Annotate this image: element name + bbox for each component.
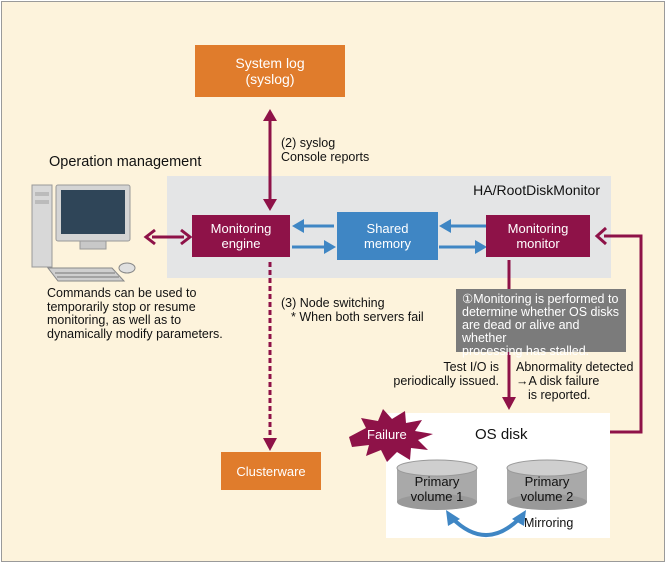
commands-line1: Commands can be used to <box>47 286 197 300</box>
abnormality-line1: Abnormality detected <box>516 360 634 374</box>
primary-volume-2-label: Primary volume 2 <box>507 474 587 504</box>
test-io-arrowhead <box>502 397 516 410</box>
node-switching-line1: (3) Node switching <box>281 296 385 310</box>
failure-label: Failure <box>367 427 407 442</box>
test-io-line1: Test I/O is <box>443 360 499 374</box>
note-line4: processing has stalled. <box>462 344 590 358</box>
failure-burst <box>349 409 433 462</box>
commands-line4: dynamically modify parameters. <box>47 326 223 341</box>
node-switching-line2: * When both servers fail <box>291 310 424 324</box>
test-io-line2: periodically issued. <box>393 374 499 388</box>
shm-to-engine-arrowhead <box>292 219 304 233</box>
mirroring-arrow <box>450 516 522 537</box>
monitoring-engine-line2: engine <box>221 236 261 251</box>
syslog-label: (2) syslog Console reports <box>281 136 369 164</box>
mirroring-arrowhead-right <box>512 510 526 526</box>
primary1-line2: volume 1 <box>410 489 464 504</box>
monitoring-engine-line1: Monitoring <box>210 221 272 236</box>
shm-to-monitor-arrowhead <box>475 240 487 254</box>
abnormality-line3: is reported. <box>528 388 591 402</box>
mirroring-label: Mirroring <box>524 516 574 530</box>
node-switching-arrowhead <box>263 438 277 451</box>
monitor-to-shm-arrowhead <box>439 219 451 233</box>
computer-icon <box>31 184 136 282</box>
monitoring-note: ①Monitoring is performed to determine wh… <box>456 289 626 358</box>
primary1-line1: Primary <box>414 474 460 489</box>
commands-description: Commands can be used to temporarily stop… <box>47 286 223 341</box>
commands-line3: monitoring, as well as to <box>47 313 182 327</box>
abnormality-report-arrowhead <box>594 226 607 246</box>
shared-memory-box: Shared memory <box>337 212 438 260</box>
primary-volume-2-cylinder <box>506 459 588 510</box>
note-line2: determine whether OS disks <box>462 305 620 319</box>
monitoring-engine-box: Monitoring engine <box>192 215 290 257</box>
primary2-line2: volume 2 <box>520 489 574 504</box>
pc-engine-arrowhead-left <box>143 228 156 246</box>
primary-volume-1-label: Primary volume 1 <box>397 474 477 504</box>
monitoring-monitor-line2: monitor <box>516 236 560 251</box>
commands-line2: temporarily stop or resume <box>47 299 196 314</box>
abnormality-report-arrow <box>604 234 643 434</box>
clusterware-label: Clusterware <box>236 463 306 479</box>
monitoring-monitor-box: Monitoring monitor <box>486 215 590 257</box>
note-line1: ①Monitoring is performed to <box>462 292 619 306</box>
primary-volume-1-cylinder <box>396 459 478 510</box>
syslog-arrowhead-up <box>263 109 277 121</box>
engine-to-shm-arrowhead <box>324 240 336 254</box>
abnormality-line2: →A disk failure <box>516 374 600 388</box>
system-log-line1: System log <box>235 55 305 71</box>
os-disk-title: OS disk <box>475 426 528 443</box>
syslog-label-line1: (2) syslog <box>281 136 336 150</box>
clusterware-box: Clusterware <box>221 452 321 490</box>
monitoring-monitor-line1: Monitoring <box>507 221 569 236</box>
ha-title: HA/RootDiskMonitor <box>473 182 600 198</box>
operation-management-label: Operation management <box>49 154 202 170</box>
syslog-arrowhead-down <box>263 199 277 211</box>
node-switching-label: (3) Node switching * When both servers f… <box>281 296 424 324</box>
syslog-label-line2: Console reports <box>281 150 370 164</box>
system-log-box: System log (syslog) <box>195 45 345 97</box>
note-line3: are dead or alive and whether <box>462 318 580 345</box>
test-io-label: Test I/O is periodically issued. <box>383 360 499 388</box>
shared-memory-line2: memory <box>364 236 411 251</box>
system-log-line2: (syslog) <box>245 71 295 87</box>
abnormality-label: Abnormality detected →A disk failure is … <box>516 360 633 402</box>
pc-engine-arrowhead-right <box>180 228 193 246</box>
primary2-line1: Primary <box>524 474 570 489</box>
shared-memory-line1: Shared <box>366 221 409 236</box>
mirroring-arrowhead-left <box>446 510 460 526</box>
